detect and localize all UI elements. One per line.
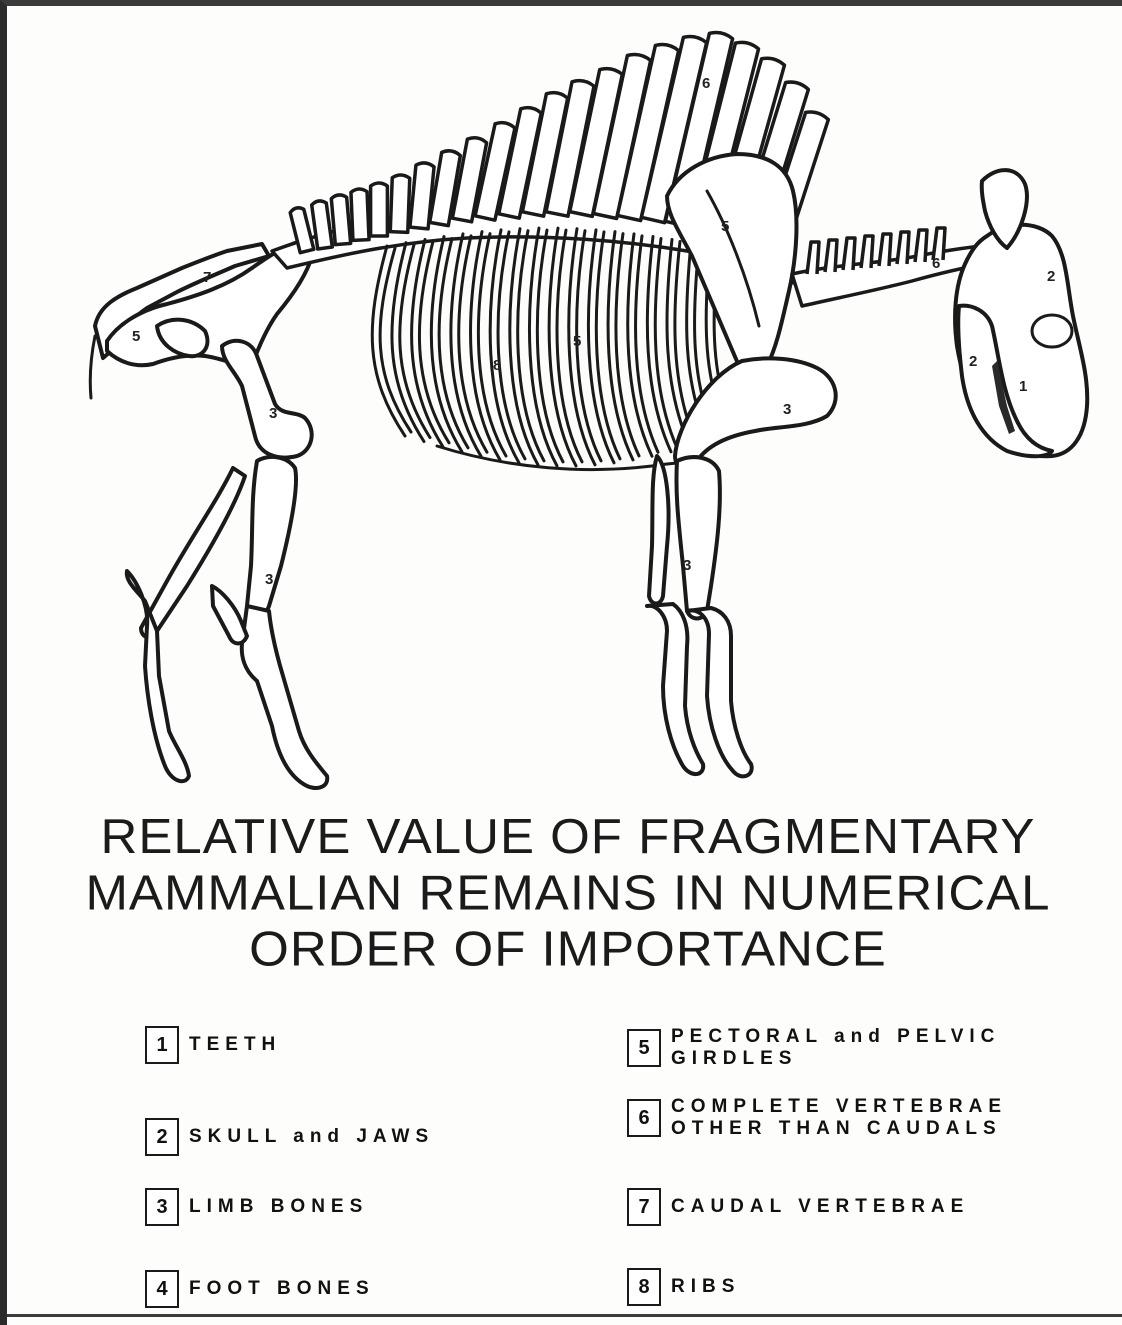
part-number-label: 5	[721, 218, 729, 235]
neural-spine	[390, 175, 409, 232]
legend-label: RIBS	[671, 1276, 740, 1298]
legend-label: FOOT BONES	[189, 1278, 375, 1300]
neural-spine	[351, 189, 369, 240]
cervical-spine	[915, 230, 927, 262]
title-line-1: RELATIVE VALUE OF FRAGMENTARY	[101, 809, 1036, 864]
legend-number-box: 5	[627, 1029, 661, 1067]
legend-item-caudal-vertebrae: 7 CAUDAL VERTEBRAE	[627, 1188, 969, 1226]
legend-number-box: 2	[145, 1118, 179, 1156]
legend-number-box: 7	[627, 1188, 661, 1226]
legend-item-teeth: 1 TEETH	[145, 1026, 281, 1064]
part-number-label: 2	[1047, 268, 1055, 285]
legend-number-box: 3	[145, 1188, 179, 1226]
cervical-spine	[807, 242, 819, 274]
part-number-label: 3	[265, 571, 273, 588]
part-number-label: 5	[132, 328, 140, 345]
part-number-label: 5	[573, 333, 581, 350]
bison-skeleton-diagram: 1 2 2 3 3 3 3 5 5 5 6 6 7 8	[7, 6, 1122, 806]
cervical-spine	[879, 234, 891, 266]
part-number-label: 3	[269, 405, 277, 422]
legend-label: COMPLETE VERTEBRAE OTHER THAN CAUDALS	[671, 1096, 1007, 1140]
legend-item-foot-bones: 4 FOOT BONES	[145, 1270, 375, 1308]
legend-number-box: 8	[627, 1268, 661, 1306]
title-line-3: ORDER OF IMPORTANCE	[249, 921, 887, 976]
part-number-label: 6	[702, 75, 710, 92]
diagram-title: RELATIVE VALUE OF FRAGMENTARY MAMMALIAN …	[7, 809, 1122, 978]
legend-label: PECTORAL and PELVIC GIRDLES	[671, 1026, 1000, 1070]
legend-label: SKULL and JAWS	[189, 1126, 434, 1148]
cervical-spine	[843, 238, 855, 270]
title-line-2: MAMMALIAN REMAINS IN NUMERICAL	[85, 865, 1050, 920]
part-number-label: 6	[932, 255, 940, 272]
legend-item-ribs: 8 RIBS	[627, 1268, 740, 1306]
cervical-spine	[861, 236, 873, 268]
part-number-label: 3	[783, 401, 791, 418]
legend-label: TEETH	[189, 1034, 281, 1056]
cervical-spine	[897, 232, 909, 264]
legend-item-limb-bones: 3 LIMB BONES	[145, 1188, 368, 1226]
legend-number-box: 6	[627, 1099, 661, 1137]
legend-item-skull-and-jaws: 2 SKULL and JAWS	[145, 1118, 434, 1156]
part-number-label: 2	[969, 353, 977, 370]
part-number-label: 7	[203, 269, 211, 286]
legend-label: CAUDAL VERTEBRAE	[671, 1196, 969, 1218]
cervical-spine	[825, 240, 837, 272]
hind-tibia	[247, 457, 296, 615]
legend-item-girdles: 5 PECTORAL and PELVIC GIRDLES	[627, 1026, 1000, 1070]
hind-femur	[222, 341, 312, 458]
legend-label: LIMB BONES	[189, 1196, 368, 1218]
part-number-label: 8	[493, 357, 501, 374]
part-number-label: 3	[683, 557, 691, 574]
part-number-label: 1	[1019, 378, 1027, 395]
legend-number-box: 4	[145, 1270, 179, 1308]
neural-spine	[331, 195, 350, 245]
legend-item-complete-vertebrae: 6 COMPLETE VERTEBRAE OTHER THAN CAUDALS	[627, 1096, 1007, 1140]
neural-spine	[371, 183, 388, 236]
legend-number-box: 1	[145, 1026, 179, 1064]
fore-radius	[676, 457, 719, 618]
